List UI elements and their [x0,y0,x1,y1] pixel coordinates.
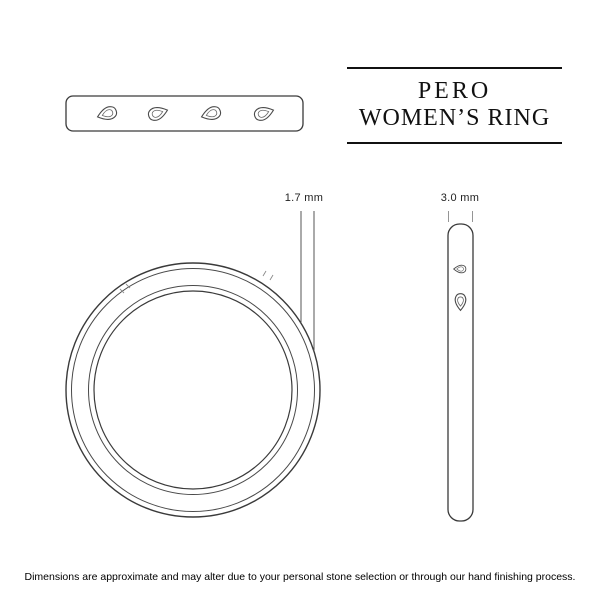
product-name: PERO [417,78,492,104]
pear-stone-2 [146,103,170,123]
ring-side-view [447,211,474,522]
product-type: WOMEN’S RING [358,105,551,131]
profile-width-label: 3.0 mm [440,192,480,204]
profile-stone-pear [454,293,467,312]
title-block: PERO WOMEN’S RING [347,67,562,144]
profile-stone-small [453,264,467,274]
title-rule-bottom [347,142,562,144]
ring-inner-circle [93,290,293,490]
pear-stone-3 [199,104,223,124]
title-rule-top [347,67,562,69]
stone-position-ticks [119,270,274,294]
profile-outline [447,223,474,522]
band-width-leader-lines [300,211,315,351]
band-width-label: 1.7 mm [284,192,324,204]
ring-front-view [65,211,321,518]
ring-inner-outer-circle [88,285,298,495]
band-strip-outline [65,95,304,132]
ring-top-view [65,95,304,132]
ring-outer-inner-circle [71,268,315,512]
pear-stone-4 [252,103,276,123]
ring-outer-circle [65,262,321,518]
profile-width-extension-lines [448,211,473,222]
disclaimer-text: Dimensions are approximate and may alter… [24,571,576,583]
pear-stone-1 [95,104,119,124]
